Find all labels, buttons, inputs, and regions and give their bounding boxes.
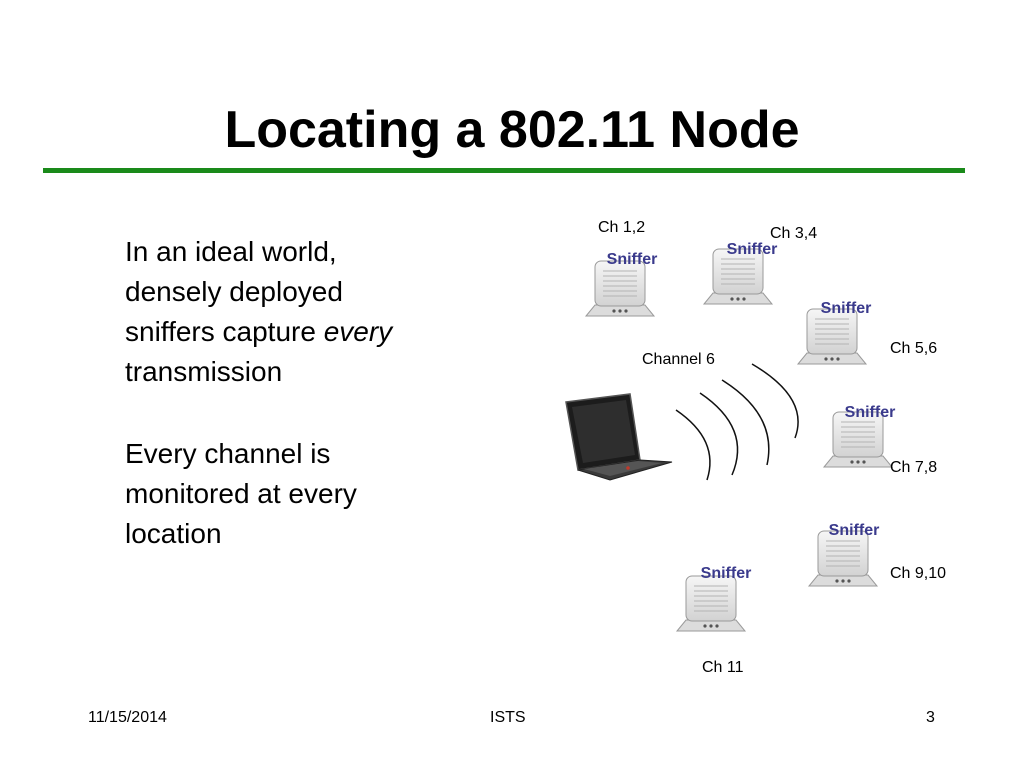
access-point-icon	[808, 530, 878, 587]
page-number: 3	[926, 709, 935, 726]
sniffer-label: Sniffer	[821, 300, 872, 317]
signal-waves	[675, 363, 799, 481]
sniffer-ch-3-4: Sniffer Ch 3,4	[703, 225, 817, 305]
sniffer-ch-11: Sniffer Ch 11	[676, 565, 752, 676]
sniffer-label: Sniffer	[727, 241, 778, 258]
channel-label-5-6: Ch 5,6	[890, 340, 937, 357]
bullet-1-text: In an ideal world, densely deployed snif…	[125, 236, 343, 347]
sniffer-label: Sniffer	[701, 565, 752, 582]
sniffer-label: Sniffer	[607, 251, 658, 268]
footer-date: 11/15/2014	[88, 709, 167, 726]
sniffer-label: Sniffer	[845, 404, 896, 421]
bullet-1-emphasis: every	[323, 316, 393, 347]
channel-label-1-2: Ch 1,2	[598, 219, 645, 236]
slide-title: Locating a 802.11 Node	[224, 101, 800, 159]
sniffer-ch-7-8: Sniffer Ch 7,8	[823, 404, 937, 476]
channel-label-9-10: Ch 9,10	[890, 565, 946, 582]
channel-label-3-4: Ch 3,4	[770, 225, 817, 242]
sniffer-ch-9-10: Sniffer Ch 9,10	[808, 522, 946, 587]
bullet-1-tail: transmission	[125, 356, 283, 387]
bullet-ideal-world: In an ideal world, densely deployed snif…	[125, 232, 425, 392]
laptop-icon	[565, 393, 673, 481]
channel-6-label: Channel 6	[642, 351, 715, 368]
title-underline	[43, 168, 965, 173]
bullet-every-channel: Every channel is monitored at every loca…	[125, 438, 357, 549]
channel-label-11: Ch 11	[702, 659, 744, 676]
sniffer-label: Sniffer	[829, 522, 880, 539]
sniffer-ch-1-2: Sniffer Ch 1,2	[585, 219, 658, 317]
footer-center: ISTS	[490, 709, 526, 726]
access-point-icon	[676, 575, 746, 632]
sniffer-ch-5-6: Sniffer Ch 5,6	[797, 300, 937, 365]
channel-label-7-8: Ch 7,8	[890, 459, 937, 476]
access-point-icon	[797, 308, 867, 365]
access-point-icon	[585, 260, 655, 317]
bullet-list: In an ideal world, densely deployed snif…	[125, 232, 425, 596]
